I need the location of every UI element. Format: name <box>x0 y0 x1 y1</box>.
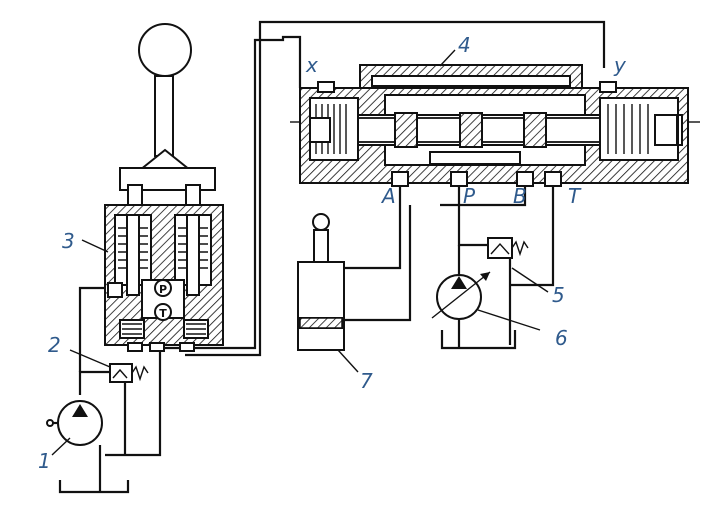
pump-1 <box>46 400 103 446</box>
port-b-label: B <box>513 184 527 208</box>
port-y-label: y <box>613 53 627 77</box>
label-4: 4 <box>458 33 471 57</box>
inner-port-p-label: P <box>159 283 167 296</box>
label-1: 1 <box>38 449 51 473</box>
port-p-label: P <box>463 184 476 208</box>
pilot-valve-3: P T <box>104 23 224 352</box>
relief-valve-5 <box>487 237 529 259</box>
leader-lines <box>51 49 549 456</box>
cylinder-7 <box>297 213 345 351</box>
label-2: 2 <box>48 333 61 357</box>
label-3: 3 <box>62 229 75 253</box>
directional-valve-4 <box>290 64 700 187</box>
label-5: 5 <box>552 283 565 307</box>
inner-port-t-label: T <box>159 307 167 320</box>
label-6: 6 <box>555 326 568 350</box>
variable-pump-6 <box>431 271 491 320</box>
port-x-label: x <box>305 53 318 77</box>
port-a-label: A <box>380 184 396 208</box>
port-t-label: T <box>568 184 582 208</box>
label-7: 7 <box>360 369 373 393</box>
pipe-network <box>58 20 606 494</box>
relief-valve-2 <box>109 363 149 383</box>
